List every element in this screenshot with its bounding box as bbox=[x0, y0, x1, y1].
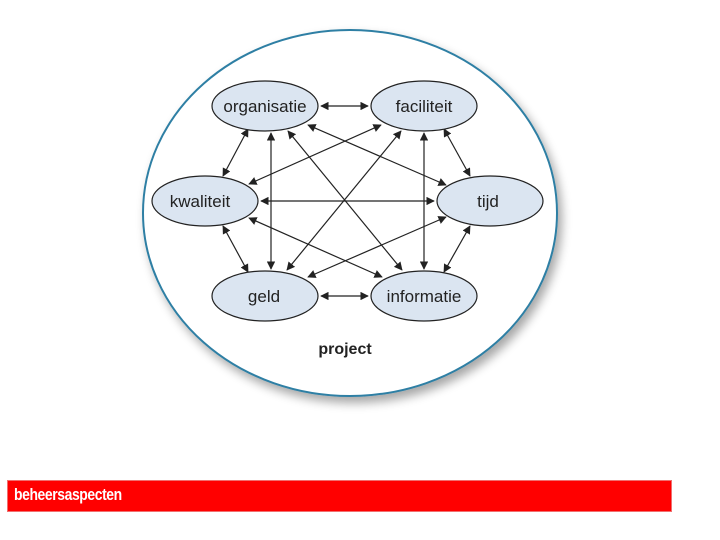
node-kwaliteit: kwaliteit bbox=[151, 175, 259, 227]
node-geld: geld bbox=[211, 270, 319, 322]
node-tijd: tijd bbox=[436, 175, 544, 227]
node-faciliteit: faciliteit bbox=[370, 80, 478, 132]
node-label: organisatie bbox=[223, 97, 306, 116]
node-organisatie: organisatie bbox=[211, 80, 319, 132]
node-label: kwaliteit bbox=[170, 192, 231, 211]
footer-title-bar: beheersaspecten bbox=[7, 480, 672, 512]
node-informatie: informatie bbox=[370, 270, 478, 322]
node-label: tijd bbox=[477, 192, 499, 211]
project-label: project bbox=[318, 341, 372, 358]
relationship-arrows bbox=[222, 101, 471, 301]
project-diagram: organisatie faciliteit kwaliteit tijd ge… bbox=[142, 29, 558, 397]
footer-title: beheersaspecten bbox=[14, 485, 122, 504]
node-label: faciliteit bbox=[396, 97, 453, 116]
node-label: informatie bbox=[387, 287, 462, 306]
node-label: geld bbox=[248, 287, 280, 306]
